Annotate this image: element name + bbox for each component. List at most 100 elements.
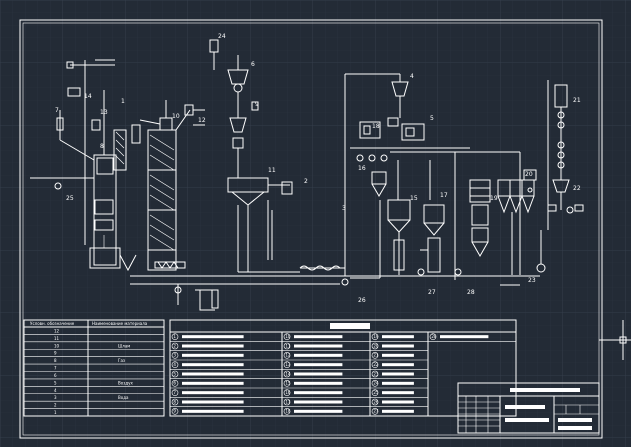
param-row-text-bar: [182, 335, 244, 339]
param-row-number: 23: [373, 371, 379, 376]
param-row-marker: [283, 333, 291, 340]
param-row-marker: [371, 342, 379, 350]
param-row-marker: [371, 389, 379, 396]
param-row-text-bar: [182, 372, 244, 376]
param-row-number: 14: [285, 371, 291, 376]
param-row-number: 27: [373, 409, 379, 414]
callout-24: 24: [218, 33, 226, 40]
legend-row-code: 11: [54, 336, 60, 341]
equipment-right-cyclones: [350, 81, 546, 286]
callout-numbers: 1 2 3 4 5 6 7 8 9 10 11 12 13 14 15 16 1…: [55, 33, 581, 304]
param-row-marker: [283, 352, 291, 359]
param-row-text-bar: [382, 381, 414, 385]
param-row-marker: [429, 333, 437, 340]
param-row-text-bar: [182, 353, 244, 357]
param-row-number: 4: [173, 362, 176, 367]
param-row-number: 21: [373, 353, 379, 358]
legend-row-code: 5: [54, 380, 57, 385]
param-row-marker: [371, 398, 379, 406]
param-row-text-bar: [182, 400, 244, 404]
legend-row-code: 2: [54, 403, 57, 408]
callout-21: 21: [573, 97, 581, 104]
legend-row-code: 4: [54, 388, 57, 393]
callout-19: 19: [490, 195, 498, 202]
param-row-number: 11: [285, 343, 291, 348]
param-row-number: 10: [285, 334, 291, 339]
param-row-text-bar: [294, 400, 343, 404]
param-row-number: 2: [173, 343, 176, 348]
param-row-text-bar: [294, 391, 343, 395]
param-row-number: 17: [285, 399, 291, 404]
param-row-marker: [171, 333, 179, 340]
callout-27: 27: [428, 289, 436, 296]
callout-12: 12: [198, 117, 206, 124]
legend-table: Условн. обозначение Наименование материа…: [23, 319, 165, 417]
legend-header-code: Условн. обозначение: [30, 321, 75, 326]
param-row-marker: [371, 380, 379, 387]
param-row-number: 15: [285, 381, 291, 386]
param-row-number: 6: [173, 381, 176, 386]
callout-17: 17: [440, 192, 448, 199]
callout-4: 4: [410, 73, 414, 80]
param-row-number: 8: [173, 399, 176, 404]
param-row-text-bar: [182, 344, 244, 348]
callout-28: 28: [467, 289, 475, 296]
param-row-number: 20: [373, 343, 379, 348]
legend-row-code: 3: [54, 395, 57, 400]
param-row-text-bar: [440, 335, 489, 339]
param-row-marker: [283, 398, 291, 406]
param-row-number: 7: [173, 390, 176, 395]
param-row-number: 9: [173, 409, 176, 414]
param-row-text-bar: [294, 335, 343, 339]
legend-row-name: Газ: [118, 358, 125, 363]
param-row-marker: [171, 352, 179, 359]
equipment-central-cyclone: [209, 39, 293, 272]
equipment-left-furnace: [30, 59, 137, 272]
param-row-text-bar: [382, 400, 414, 404]
callout-2: 2: [304, 178, 308, 185]
param-row-marker: [283, 380, 291, 387]
param-row-text-bar: [182, 363, 244, 367]
sheet-outer-frame: [19, 19, 603, 439]
process-flow-diagram: 1 2 3 4 5 6 7 8 9 10 11 12 13 14 15 16 1…: [30, 33, 584, 311]
param-row-marker: [171, 398, 179, 406]
legend-row-code: 12: [54, 328, 60, 333]
crosshair-cursor-icon[interactable]: [599, 320, 631, 360]
legend-row-name: Вода: [118, 395, 129, 400]
param-row-marker: [283, 370, 291, 378]
equipment-far-right-column: [547, 80, 584, 230]
param-row-number: 5: [173, 371, 176, 376]
callout-16: 16: [358, 165, 366, 172]
param-row-marker: [371, 333, 379, 340]
param-row-marker: [371, 361, 379, 368]
parameters-rows: 1234567891011121314151617181920212223242…: [170, 333, 516, 417]
param-row-number: 13: [285, 362, 291, 367]
param-row-number: 25: [373, 390, 379, 395]
callout-7: 7: [55, 107, 59, 114]
param-row-number: 19: [373, 334, 379, 339]
param-row-marker: [283, 408, 291, 415]
param-row-marker: [171, 380, 179, 387]
param-row-text-bar: [382, 372, 414, 376]
param-row-text-bar: [294, 363, 343, 367]
legend-row-code: 9: [54, 351, 57, 356]
param-row-marker: [171, 370, 179, 378]
param-row-text-bar: [294, 372, 343, 376]
param-row-marker: [371, 408, 379, 415]
equipment-hatched-column: [131, 100, 205, 271]
param-row-number: 1: [173, 334, 176, 339]
legend-row-name: Воздух: [118, 380, 133, 385]
callout-10: 10: [172, 113, 180, 120]
param-row-text-bar: [182, 391, 244, 395]
param-row-text-bar: [182, 381, 244, 385]
callout-8: 8: [100, 143, 104, 150]
legend-row-name: Шлам: [118, 343, 130, 348]
param-row-number: 24: [373, 381, 379, 386]
param-row-number: 22: [373, 362, 379, 367]
title-block: [457, 382, 600, 434]
param-row-number: 28: [431, 334, 437, 339]
param-row-number: 16: [285, 390, 291, 395]
param-row-number: 12: [285, 353, 291, 358]
